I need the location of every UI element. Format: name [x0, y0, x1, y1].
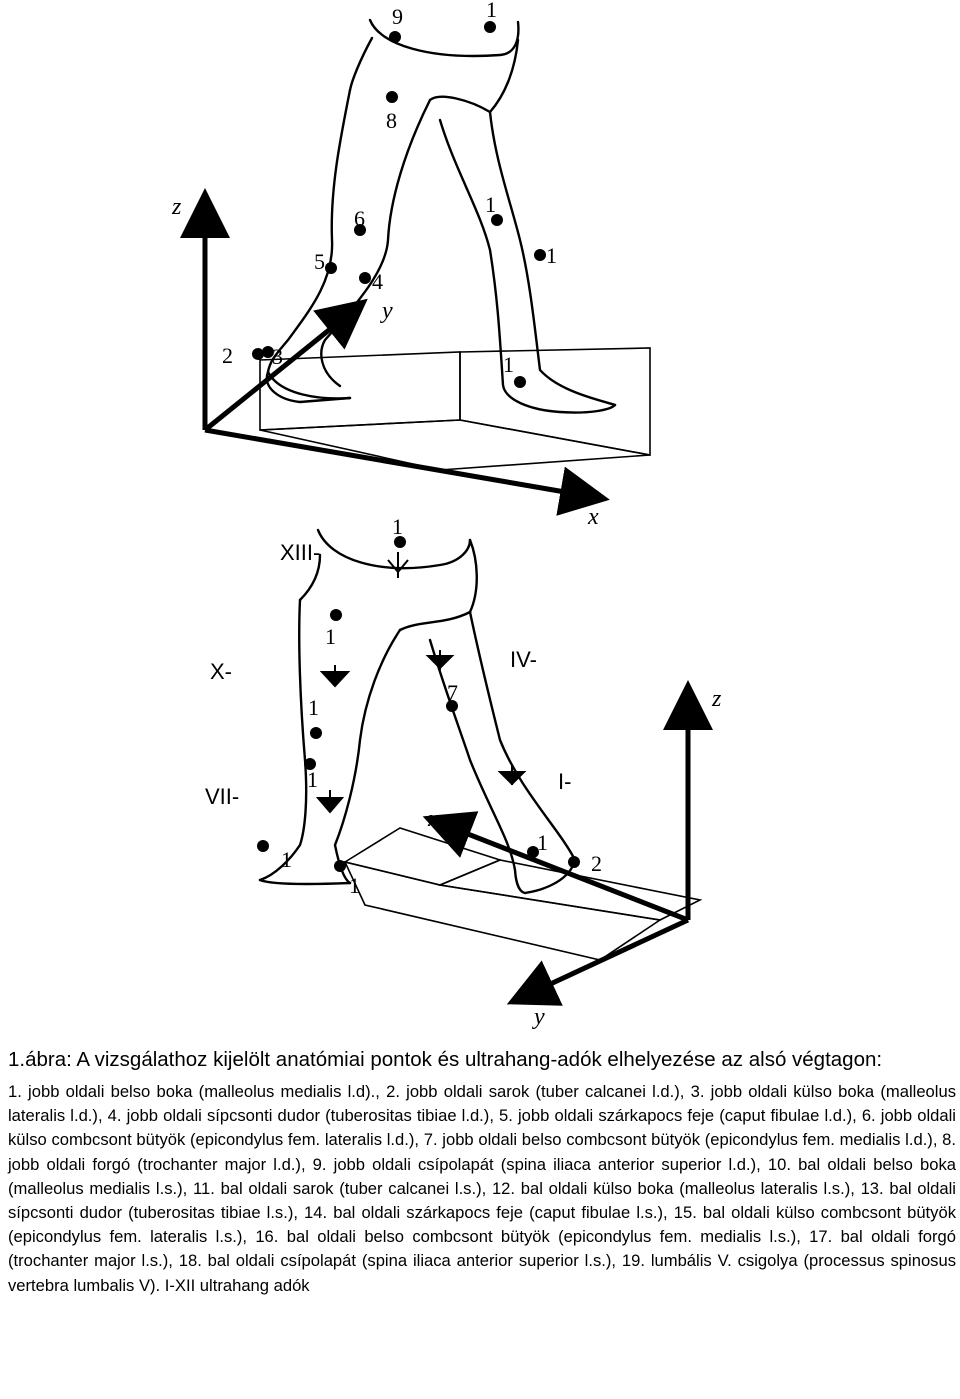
top-axis-y — [203, 298, 368, 432]
top-label-3: 3 — [272, 344, 283, 369]
top-plate-lower — [259, 419, 651, 471]
roman-label-xiii: XIII- — [280, 540, 320, 565]
top-view: 9 1 8 6 5 4 2 3 1 1 1 z y x — [171, 0, 651, 530]
top-label-1b: 1 — [485, 192, 496, 217]
roman-label-iv: IV- — [510, 647, 537, 672]
bottom-markers — [257, 536, 580, 872]
top-plate-right — [459, 347, 651, 456]
top-shorts — [348, 36, 520, 114]
bottom-label-1e: 1 — [281, 847, 292, 872]
figure-drawing: 9 1 8 6 5 4 2 3 1 1 1 z y x — [171, 0, 722, 1030]
top-legs — [265, 18, 617, 414]
top-label-8: 8 — [386, 108, 397, 133]
bottom-label-1f: 1 — [349, 873, 360, 898]
top-dot-1d — [514, 376, 526, 388]
top-dot-4 — [359, 272, 371, 284]
top-force-plates — [259, 347, 651, 471]
bottom-view: 1 1 7 1 1 1 1 1 2 XIII- X- IV- VII- I- z… — [205, 514, 722, 1030]
top-label-5: 5 — [314, 249, 325, 274]
bottom-dot-1e — [257, 840, 269, 852]
bottom-pelvis-upper — [316, 528, 472, 570]
transducer-i — [497, 765, 527, 786]
top-dot-5 — [325, 262, 337, 274]
top-axis-x — [204, 427, 610, 516]
top-label-2: 2 — [222, 343, 233, 368]
transducer-iv — [425, 650, 455, 670]
bottom-label-2: 2 — [591, 851, 602, 876]
top-label-9: 9 — [392, 4, 403, 29]
bottom-plate-lower — [343, 860, 663, 961]
top-label-1d: 1 — [503, 352, 514, 377]
top-axis-z-label: z — [171, 194, 182, 220]
top-dot-2 — [252, 348, 264, 360]
top-dot-1c — [534, 249, 546, 261]
bottom-dot-1f — [334, 860, 346, 872]
bottom-leg-right-outer — [468, 610, 577, 895]
top-markers — [252, 21, 546, 388]
bottom-transducers — [315, 552, 527, 814]
bottom-leg-right-inner — [428, 638, 527, 895]
roman-label-x: X- — [210, 659, 232, 684]
top-dot-6 — [354, 224, 366, 236]
top-axis-x-label: x — [587, 504, 599, 530]
bottom-axis-y-label: y — [532, 1004, 545, 1030]
bottom-label-1a: 1 — [392, 514, 403, 539]
bottom-dot-2 — [568, 856, 580, 868]
top-label-6: 6 — [354, 206, 365, 231]
bottom-label-1b: 1 — [325, 624, 336, 649]
top-dot-3 — [262, 346, 274, 358]
bottom-shorts — [298, 538, 478, 632]
caption-legend: 1. jobb oldali belso boka (malleolus med… — [8, 1080, 956, 1298]
transducer-x — [319, 665, 351, 688]
bottom-dot-1g — [527, 846, 539, 858]
top-axes — [180, 188, 610, 516]
top-label-1a: 1 — [486, 0, 497, 22]
top-dot-9 — [389, 31, 401, 43]
top-axis-y-label: y — [380, 298, 393, 324]
bottom-dot-1b — [330, 609, 342, 621]
bottom-dot-1a — [394, 536, 406, 548]
bottom-axis-y — [506, 917, 690, 1006]
bottom-leg-left-outer — [258, 598, 308, 882]
bottom-axis-x-label: x — [427, 806, 439, 832]
bottom-force-plates — [342, 827, 703, 961]
top-leg-rear-front-edge — [266, 88, 352, 400]
bottom-leg-left-inner — [333, 628, 402, 885]
bottom-label-1c: 1 — [308, 695, 319, 720]
bottom-dot-1d — [304, 758, 316, 770]
top-leg-rear-back-edge — [320, 98, 432, 388]
transducer-vii — [315, 790, 345, 814]
roman-label-vii: VII- — [205, 784, 239, 809]
bottom-label-1g: 1 — [537, 830, 548, 855]
caption-title: 1.ábra: A vizsgálathoz kijelölt anatómia… — [8, 1048, 883, 1071]
bottom-axis-z-label: z — [711, 686, 722, 712]
caption-legend-text: 1. jobb oldali belso boka (malleolus med… — [8, 1082, 956, 1295]
top-label-4: 4 — [372, 269, 383, 294]
figure-caption: 1.ábra: A vizsgálathoz kijelölt anatómia… — [8, 1046, 956, 1298]
top-leg-front-inner — [438, 118, 617, 414]
top-dot-1a — [484, 21, 496, 33]
top-label-1c: 1 — [546, 243, 557, 268]
bottom-foot-left — [258, 878, 352, 886]
top-dot-1b — [491, 214, 503, 226]
roman-label-i: I- — [558, 769, 571, 794]
bottom-dot-7 — [446, 700, 458, 712]
bottom-label-7: 7 — [447, 680, 458, 705]
anatomical-figure: 9 1 8 6 5 4 2 3 1 1 1 z y x — [171, 0, 722, 1030]
bottom-dot-1c — [310, 727, 322, 739]
top-leg-front-outer — [488, 110, 617, 407]
top-dot-8 — [386, 91, 398, 103]
bottom-label-1d: 1 — [307, 767, 318, 792]
bottom-axes — [422, 680, 713, 1006]
bottom-axis-x — [422, 811, 689, 923]
transducer-xiii — [387, 552, 409, 578]
